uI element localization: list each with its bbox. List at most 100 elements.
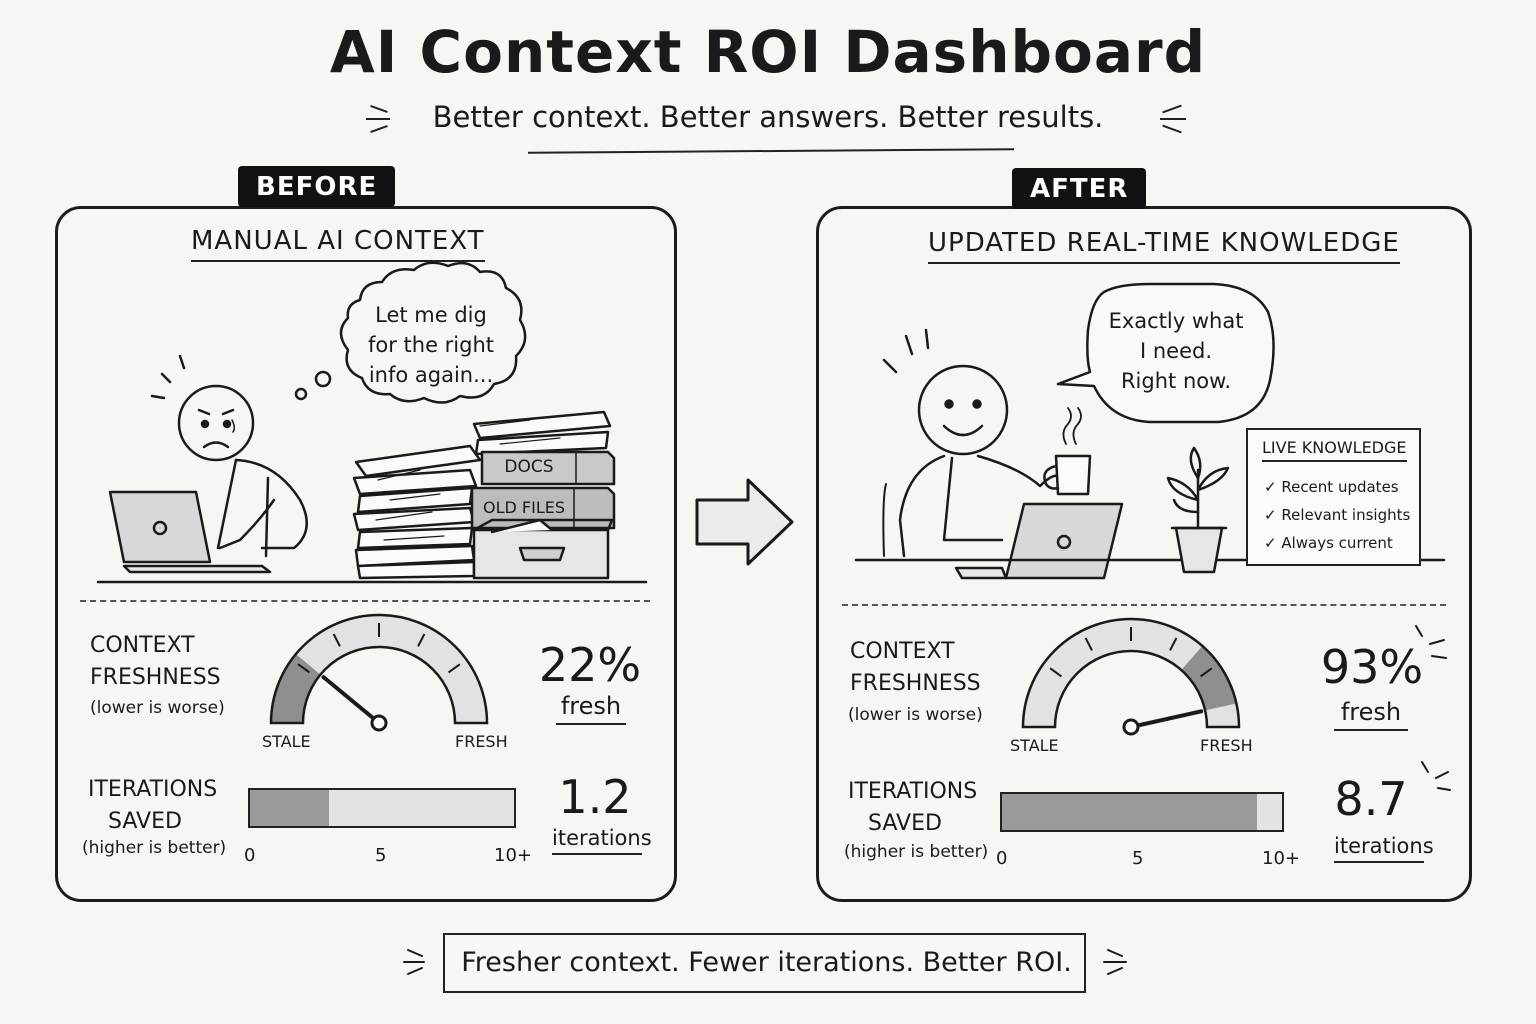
after-freshness-value: 93% bbox=[1320, 640, 1424, 694]
before-panel bbox=[55, 206, 677, 902]
before-gauge-hub bbox=[370, 714, 388, 732]
before-gauge-track bbox=[271, 615, 487, 723]
before-panel-title: Manual AI Context bbox=[191, 226, 485, 262]
speech-line-1: Exactly what bbox=[1108, 309, 1244, 333]
speech-bubble bbox=[1056, 282, 1275, 424]
coffee-mug bbox=[1043, 407, 1092, 496]
before-gauge-tick-2 bbox=[332, 633, 341, 647]
before-gauge-needle bbox=[321, 675, 381, 725]
before-freshness-value: 22% bbox=[538, 638, 642, 692]
thought-bubble bbox=[294, 261, 527, 404]
live-knowledge-card: LIVE KNOWLEDGE ✓ Recent updates ✓ Releva… bbox=[1246, 428, 1421, 566]
after-freshness-label: Context Freshness bbox=[850, 636, 981, 700]
live-item-relevant-insights: ✓ Relevant insights bbox=[1264, 506, 1411, 524]
footer-text: Fresher context. Fewer iterations. Bette… bbox=[461, 947, 1072, 978]
after-iterations-unit: iterations bbox=[1334, 834, 1434, 863]
after-iterations-value: 8.7 bbox=[1334, 772, 1408, 826]
paper-stack-left bbox=[352, 444, 482, 580]
after-freshness-label-line-2: Freshness bbox=[850, 671, 981, 696]
plant bbox=[1166, 446, 1230, 574]
before-axis-5: 5 bbox=[375, 845, 387, 866]
after-freshness-note: (lower is worse) bbox=[848, 705, 983, 725]
before-gauge-outline bbox=[269, 613, 489, 725]
after-divider bbox=[842, 604, 1446, 606]
footer-accent-left bbox=[403, 949, 425, 975]
after-iterations-label-line-2: Saved bbox=[868, 811, 942, 836]
arrow-icon bbox=[695, 478, 794, 566]
before-gauge-tick-4 bbox=[417, 633, 426, 647]
before-gauge-fresh-label: FRESH bbox=[455, 732, 508, 751]
book-old-files bbox=[470, 486, 616, 530]
after-gauge-stale-label: STALE bbox=[1010, 736, 1059, 755]
before-freshness-label-line-2: Freshness bbox=[90, 665, 221, 690]
before-axis-0: 0 bbox=[244, 845, 256, 866]
before-gauge-tick-5 bbox=[447, 663, 461, 674]
after-gauge-fill bbox=[1181, 645, 1237, 711]
before-iterations-value: 1.2 bbox=[558, 770, 632, 824]
burst-marks-93 bbox=[1415, 625, 1447, 659]
before-iterations-label-line-2: Saved bbox=[108, 809, 182, 834]
before-gauge-tick-1 bbox=[297, 663, 311, 674]
after-freshness-label-line-1: Context bbox=[850, 639, 955, 664]
paper-stack-right bbox=[472, 410, 612, 456]
book-old-files-label: OLD FILES bbox=[482, 498, 565, 517]
footer-banner: Fresher context. Fewer iterations. Bette… bbox=[443, 933, 1086, 993]
before-iterations-label: Iterations Saved bbox=[88, 774, 217, 838]
book-docs-label: DOCS bbox=[504, 457, 554, 477]
after-gauge-needle bbox=[1129, 709, 1204, 729]
after-gauge-track bbox=[1023, 619, 1239, 727]
after-iterations-bar-fill bbox=[1002, 794, 1257, 830]
thought-line-2: for the right bbox=[367, 333, 495, 357]
after-gauge-tick-1 bbox=[1049, 667, 1063, 678]
after-freshness-unit: fresh bbox=[1334, 698, 1408, 731]
page-subtitle: Better context. Better answers. Better r… bbox=[432, 100, 1104, 134]
before-freshness-label: Context Freshness bbox=[90, 630, 221, 694]
before-iterations-label-line-1: Iterations bbox=[88, 777, 218, 802]
worried-person bbox=[150, 354, 308, 558]
speech-line-3: Right now. bbox=[1120, 369, 1232, 393]
after-gauge-tick-4 bbox=[1169, 637, 1178, 651]
after-iterations-label-line-1: Iterations bbox=[848, 779, 978, 804]
after-gauge-outline bbox=[1021, 617, 1241, 729]
page-title: AI Context ROI Dashboard bbox=[329, 18, 1207, 86]
before-freshness-note: (lower is worse) bbox=[90, 698, 225, 718]
after-gauge-hub bbox=[1122, 718, 1140, 736]
before-iterations-bar bbox=[248, 788, 516, 828]
after-tag: AFTER bbox=[1012, 168, 1147, 209]
after-gauge-tick-2 bbox=[1084, 637, 1093, 651]
before-freshness-label-line-1: Context bbox=[90, 633, 195, 658]
before-freshness-unit: fresh bbox=[556, 692, 626, 725]
after-gauge-tick-5 bbox=[1199, 667, 1213, 678]
thought-line-1: Let me dig bbox=[375, 303, 487, 327]
after-iterations-label: Iterations Saved bbox=[848, 776, 977, 840]
live-knowledge-title: LIVE KNOWLEDGE bbox=[1262, 438, 1407, 462]
before-axis-10: 10+ bbox=[494, 845, 532, 866]
after-axis-10: 10+ bbox=[1262, 848, 1300, 869]
before-iterations-note: (higher is better) bbox=[82, 838, 227, 858]
after-gauge-fresh-label: FRESH bbox=[1200, 736, 1253, 755]
book-docs bbox=[480, 450, 616, 486]
before-iterations-bar-fill bbox=[250, 790, 330, 826]
live-item-always-current: ✓ Always current bbox=[1264, 534, 1393, 552]
footer-accent-right bbox=[1103, 949, 1127, 975]
burst-marks-87 bbox=[1421, 761, 1451, 791]
after-panel-title: Updated Real-Time Knowledge bbox=[928, 228, 1400, 264]
speech-bubble-text: Exactly what I need. Right now. bbox=[1096, 306, 1256, 396]
freshness-gauge-after bbox=[1021, 617, 1241, 736]
file-box bbox=[472, 518, 614, 580]
before-gauge-stale-label: STALE bbox=[262, 732, 311, 751]
thought-bubble-text: Let me dig for the right info again... bbox=[356, 300, 506, 390]
speech-line-2: I need. bbox=[1139, 339, 1213, 363]
thought-line-3: info again... bbox=[368, 363, 494, 387]
after-iterations-note: (higher is better) bbox=[844, 842, 989, 862]
before-tag: BEFORE bbox=[238, 166, 396, 207]
after-axis-0: 0 bbox=[996, 848, 1008, 869]
live-item-recent-updates: ✓ Recent updates bbox=[1264, 478, 1399, 496]
after-axis-5: 5 bbox=[1132, 848, 1144, 869]
after-iterations-bar bbox=[1000, 792, 1284, 832]
freshness-gauge-before bbox=[269, 613, 489, 732]
before-divider bbox=[80, 600, 650, 602]
happy-person bbox=[882, 328, 1060, 558]
laptop-before bbox=[96, 490, 648, 584]
